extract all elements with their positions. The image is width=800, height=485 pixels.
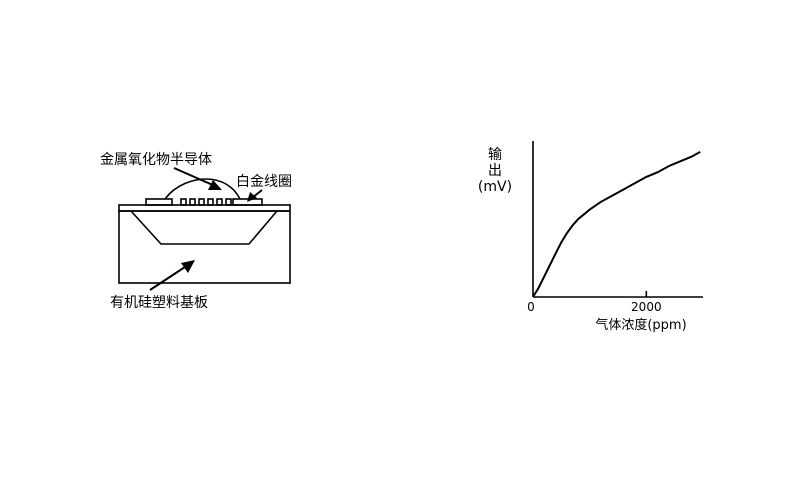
coil-tooth xyxy=(216,198,223,206)
top-plate xyxy=(118,204,291,212)
x-tick-label: 2000 xyxy=(631,300,662,314)
coil-tooth xyxy=(207,198,214,206)
substrate-label: 有机硅塑料基板 xyxy=(110,294,208,311)
x-tick-label: 0 xyxy=(527,300,535,314)
substrate-body xyxy=(118,210,291,284)
coil-tooth xyxy=(180,198,187,206)
coil-tooth xyxy=(189,198,196,206)
x-axis-label: 气体浓度(ppm) xyxy=(595,317,686,333)
left-pad xyxy=(145,198,173,206)
coil-label: 白金线圈 xyxy=(236,174,292,190)
semiconductor-arrowhead xyxy=(208,180,222,190)
coil-tooth xyxy=(198,198,205,206)
semiconductor-arrow-shaft xyxy=(173,167,216,187)
substrate-arrow-shaft xyxy=(149,264,189,291)
right-pad xyxy=(232,198,263,206)
y-label-line1: 输 xyxy=(488,147,502,163)
output-curve xyxy=(532,151,701,298)
y-label-line2: 出 xyxy=(488,163,502,179)
trapezoid-cavity xyxy=(130,210,278,245)
y-label-unit: (mV) xyxy=(478,179,512,195)
x-ticks: 0 2000 xyxy=(527,291,662,314)
substrate-arrowhead xyxy=(181,260,195,273)
semiconductor-dome xyxy=(164,178,241,200)
coil-arrowhead xyxy=(247,192,257,202)
sensor-diagram xyxy=(118,178,291,284)
semiconductor-label: 金属氧化物半导体 xyxy=(100,152,212,168)
chart: 0 2000 输 出 (mV) 气体浓度(ppm) xyxy=(478,141,703,333)
coil-tooth xyxy=(225,198,232,206)
diagram-arrows xyxy=(149,167,263,291)
